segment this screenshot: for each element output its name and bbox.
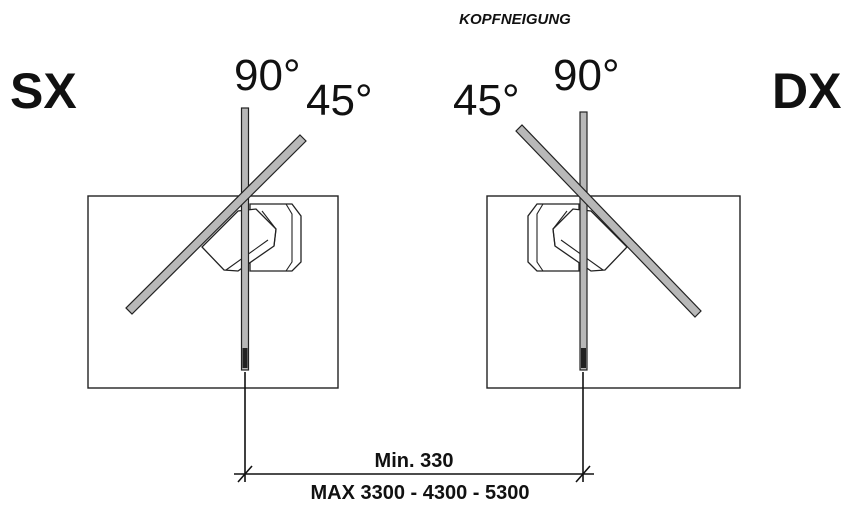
- diagram-title: KOPFNEIGUNG: [459, 11, 571, 28]
- left-angle-45-label: 45°: [306, 76, 373, 125]
- left-side-label: SX: [10, 63, 77, 119]
- left-blade-45: [125, 134, 307, 315]
- right-angle-45-label: 45°: [453, 76, 520, 125]
- left-blade-90: [240, 107, 250, 371]
- right-side-label: DX: [772, 63, 841, 119]
- right-saw-head: [486, 111, 741, 389]
- left-blade-tip: [242, 348, 248, 368]
- max-distance-label: MAX 3300 - 4300 - 5300: [310, 482, 529, 504]
- left-housing-edge: [285, 203, 293, 272]
- left-tick: [237, 465, 253, 483]
- right-blade-45: [515, 124, 702, 318]
- distance-dimension: Min. 330 MAX 3300 - 4300 - 5300: [234, 372, 594, 504]
- right-blade-90: [579, 111, 588, 371]
- min-distance-label: Min. 330: [375, 450, 454, 472]
- right-housing-edge: [536, 203, 544, 272]
- right-angle-90-label: 90°: [553, 51, 620, 100]
- right-tick: [575, 465, 591, 483]
- left-angle-90-label: 90°: [234, 51, 301, 100]
- right-blade-tip: [581, 348, 586, 368]
- left-saw-head: [87, 107, 339, 389]
